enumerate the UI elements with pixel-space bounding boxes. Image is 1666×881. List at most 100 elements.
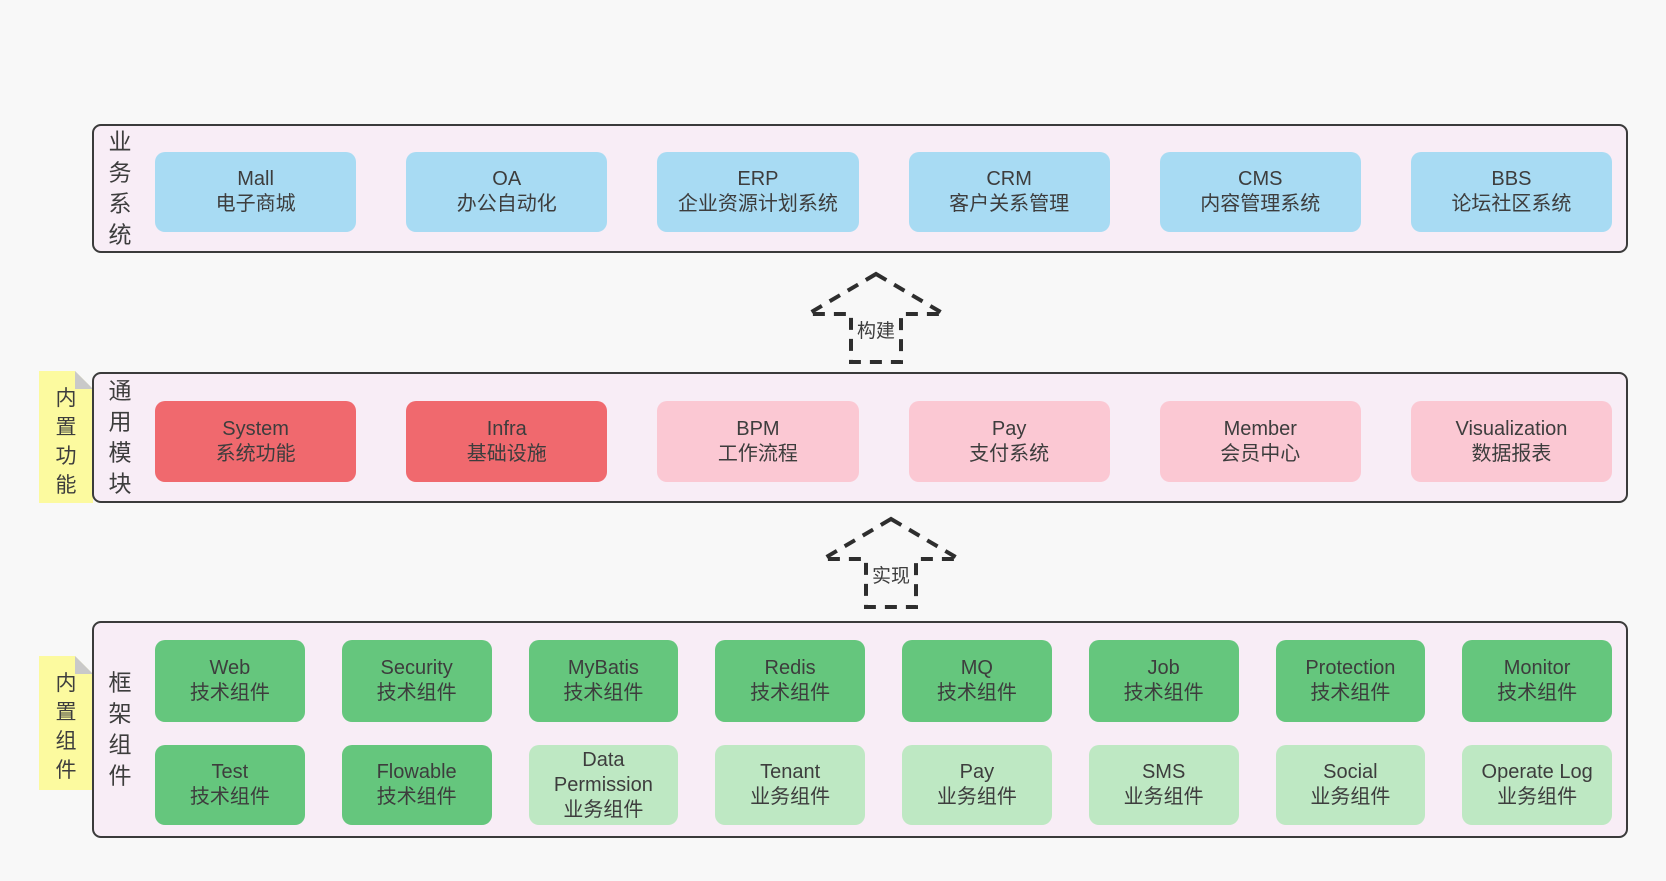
node-mall: Mall 电子商城	[155, 152, 357, 232]
node-title: CRM	[986, 168, 1032, 190]
node-tenant: Tenant 业务组件	[715, 745, 865, 825]
node-title: Pay	[959, 761, 995, 783]
node-erp: ERP 企业资源计划系统	[657, 152, 859, 232]
node-title: Visualization	[1455, 417, 1568, 440]
node-subtitle: 系统功能	[215, 442, 296, 465]
node-title: Test	[211, 761, 249, 783]
node-subtitle: 技术组件	[189, 786, 270, 808]
node-subtitle: 会员中心	[1220, 442, 1301, 465]
node-social: Social 业务组件	[1275, 745, 1426, 825]
node-redis: Redis 技术组件	[715, 640, 865, 722]
node-subtitle: 业务组件	[563, 798, 644, 821]
section-label: 框架组件	[108, 668, 132, 789]
node-subtitle: 技术组件	[563, 682, 644, 704]
node-title: Protection	[1305, 657, 1396, 679]
node-subtitle: 业务组件	[750, 786, 831, 808]
node-subtitle: 业务组件	[1310, 786, 1391, 808]
node-subtitle: 技术组件	[1310, 682, 1391, 704]
section-common-modules: 通用模块 System 系统功能 Infra 基础设施 BPM 工作流程 Pay…	[92, 372, 1628, 503]
node-title: Web	[209, 657, 251, 679]
node-title: System	[222, 417, 289, 440]
node-visualization: Visualization 数据报表	[1410, 401, 1613, 482]
node-title: Infra	[486, 417, 527, 440]
node-subtitle: 业务组件	[1497, 786, 1578, 808]
section-label: 业务系统	[108, 127, 132, 248]
node-title: Member	[1223, 417, 1297, 440]
node-monitor: Monitor 技术组件	[1462, 640, 1612, 722]
node-subtitle: 技术组件	[936, 682, 1017, 704]
section-label: 通用模块	[108, 376, 132, 497]
node-title: Pay	[991, 417, 1027, 440]
node-title: Tenant	[760, 761, 821, 783]
node-subtitle: 技术组件	[189, 682, 270, 704]
modules-row: System 系统功能 Infra 基础设施 BPM 工作流程 Pay 支付系统…	[155, 401, 1613, 482]
section-framework-components: 框架组件 Web 技术组件 Security 技术组件 MyBatis 技术组件…	[92, 621, 1628, 838]
node-title: Operate Log	[1481, 761, 1593, 783]
node-subtitle: 技术组件	[376, 786, 457, 808]
node-title: BBS	[1491, 168, 1532, 190]
section-business-systems: 业务系统 Mall 电子商城 OA 办公自动化 ERP 企业资源计划系统 CRM…	[92, 124, 1628, 253]
node-title: Security	[380, 657, 453, 679]
node-subtitle: 业务组件	[1123, 786, 1204, 808]
sticky-note-label: 内置组件	[55, 672, 77, 782]
node-title: Data Permission	[553, 748, 653, 796]
node-title: OA	[492, 168, 522, 190]
node-title: MyBatis	[567, 657, 639, 679]
node-title: BPM	[736, 417, 780, 440]
sticky-note-label: 内置功能	[55, 387, 77, 497]
arrow-up-implement: 实现	[820, 516, 962, 610]
node-subtitle: 企业资源计划系统	[677, 193, 838, 215]
framework-row-1: Web 技术组件 Security 技术组件 MyBatis 技术组件 Redi…	[155, 640, 1612, 722]
node-subtitle: 客户关系管理	[949, 193, 1070, 215]
node-web: Web 技术组件	[155, 640, 305, 722]
node-infra: Infra 基础设施	[406, 401, 608, 482]
node-mq: MQ 技术组件	[902, 640, 1052, 722]
arrow-up-build: 构建	[805, 271, 947, 365]
node-job: Job 技术组件	[1088, 640, 1239, 722]
node-sms: SMS 业务组件	[1088, 745, 1239, 825]
node-subtitle: 基础设施	[466, 442, 547, 465]
node-oa: OA 办公自动化	[406, 152, 608, 232]
node-title: CMS	[1238, 168, 1283, 190]
node-system: System 系统功能	[155, 401, 357, 482]
node-title: Flowable	[376, 761, 457, 783]
node-subtitle: 办公自动化	[456, 193, 557, 215]
dashed-up-arrow-icon	[820, 516, 962, 609]
node-member: Member 会员中心	[1159, 401, 1361, 482]
node-operate-log: Operate Log 业务组件	[1462, 745, 1612, 825]
node-subtitle: 技术组件	[1497, 682, 1578, 704]
node-title: Social	[1323, 761, 1378, 783]
node-subtitle: 内容管理系统	[1200, 193, 1321, 215]
node-cms: CMS 内容管理系统	[1159, 152, 1361, 232]
node-title: MQ	[960, 657, 993, 679]
node-crm: CRM 客户关系管理	[908, 152, 1110, 232]
business-row: Mall 电子商城 OA 办公自动化 ERP 企业资源计划系统 CRM 客户关系…	[155, 152, 1613, 232]
node-subtitle: 电子商城	[215, 193, 296, 215]
node-pay-component: Pay 业务组件	[902, 745, 1052, 825]
node-security: Security 技术组件	[341, 640, 492, 722]
dashed-up-arrow-icon	[805, 271, 947, 364]
arrow-label: 实现	[868, 561, 914, 588]
node-subtitle: 论坛社区系统	[1451, 193, 1572, 215]
node-data-permission: Data Permission 业务组件	[528, 745, 679, 825]
sticky-note-builtin-components: 内置组件	[39, 656, 93, 790]
node-protection: Protection 技术组件	[1275, 640, 1426, 722]
node-subtitle: 业务组件	[936, 786, 1017, 808]
arrow-label: 构建	[853, 316, 899, 343]
node-subtitle: 技术组件	[376, 682, 457, 704]
node-title: ERP	[737, 168, 779, 190]
node-flowable: Flowable 技术组件	[341, 745, 492, 825]
node-mybatis: MyBatis 技术组件	[528, 640, 679, 722]
node-subtitle: 支付系统	[969, 442, 1050, 465]
node-subtitle: 技术组件	[750, 682, 831, 704]
node-title: Job	[1147, 657, 1180, 679]
node-bpm: BPM 工作流程	[657, 401, 859, 482]
framework-row-2: Test 技术组件 Flowable 技术组件 Data Permission …	[155, 745, 1612, 825]
node-subtitle: 工作流程	[717, 442, 798, 465]
node-subtitle: 数据报表	[1471, 442, 1552, 465]
node-subtitle: 技术组件	[1123, 682, 1204, 704]
node-title: Mall	[237, 168, 274, 190]
node-bbs: BBS 论坛社区系统	[1410, 152, 1613, 232]
node-title: Redis	[764, 657, 816, 679]
